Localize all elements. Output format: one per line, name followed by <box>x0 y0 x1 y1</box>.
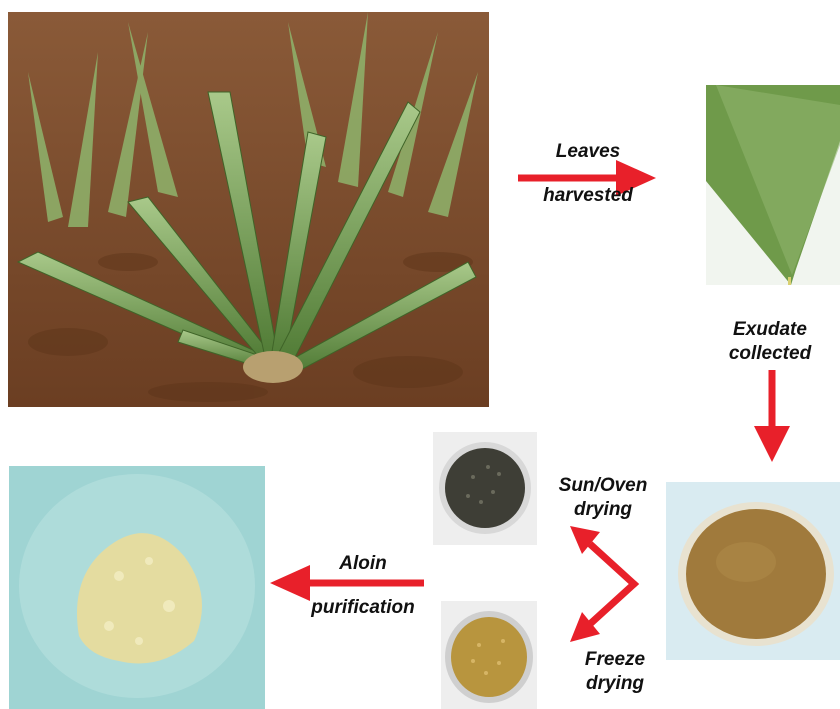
label-leaves: Leaves <box>548 140 628 164</box>
label-collected: collected <box>715 342 825 366</box>
label-exudate: Exudate <box>715 318 825 342</box>
arrow-drying-branches <box>568 522 644 644</box>
exudate-dish-photo <box>666 482 840 660</box>
aloin-powder-photo <box>9 466 265 709</box>
label-freeze-drying: drying <box>560 672 670 696</box>
arrow-down-exudate <box>752 370 792 462</box>
label-purification: purification <box>295 596 431 620</box>
freeze-dried-photo <box>441 601 537 709</box>
aloe-plant-photo <box>8 12 489 407</box>
label-sun-oven: Sun/Oven <box>548 474 658 498</box>
cut-leaf-photo <box>706 85 840 285</box>
label-harvested: harvested <box>528 184 648 208</box>
label-aloin: Aloin <box>318 552 408 576</box>
label-freeze: Freeze <box>560 648 670 672</box>
sun-oven-dried-photo <box>433 432 537 545</box>
label-sun-oven-drying: drying <box>548 498 658 522</box>
